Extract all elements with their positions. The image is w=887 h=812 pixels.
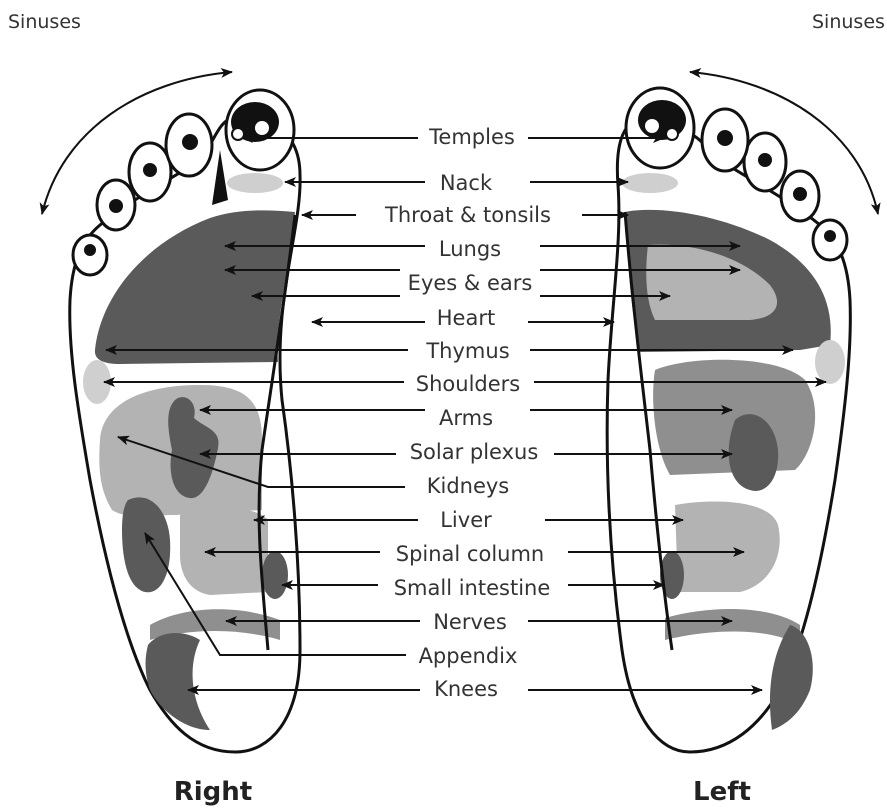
left-sinus-dot-4 bbox=[793, 187, 807, 201]
zone-label-nerves: Nerves bbox=[433, 610, 507, 634]
left-sinus-dot-5 bbox=[824, 230, 836, 242]
zone-label-shoulders: Shoulders bbox=[416, 372, 520, 396]
right-temple-highlight bbox=[255, 121, 269, 135]
zone-label-thymus: Thymus bbox=[425, 339, 509, 363]
zone-label-heart: Heart bbox=[437, 306, 495, 330]
pointer-arrows bbox=[103, 133, 827, 695]
arrow-kidneys-right bbox=[117, 435, 405, 488]
zone-label-kidneys: Kidneys bbox=[427, 474, 510, 498]
right-knee-zone bbox=[145, 633, 210, 730]
right-sinus-dot-2 bbox=[182, 134, 198, 150]
sinuses-label-left: Sinuses bbox=[8, 11, 81, 33]
sinus-arc-arrow-left-foot bbox=[689, 67, 881, 215]
left-temple-highlight bbox=[645, 119, 659, 133]
sinus-arc-arrow-right-foot bbox=[39, 67, 233, 215]
left-shoulder-zone bbox=[815, 340, 845, 384]
right-sinus-dot-5 bbox=[84, 244, 96, 256]
zone-label-throat-tonsils: Throat & tonsils bbox=[384, 203, 551, 227]
right-foot-label: Right bbox=[174, 777, 252, 807]
left-lung-zone bbox=[646, 244, 778, 320]
left-nerve-zone bbox=[665, 608, 800, 645]
left-intestine-zone bbox=[675, 501, 780, 592]
right-spine-line bbox=[257, 214, 297, 651]
zone-label-knees: Knees bbox=[434, 677, 498, 701]
left-sinus-dot-2 bbox=[717, 130, 733, 146]
zone-label-spinal-column: Spinal column bbox=[396, 542, 545, 566]
zone-label-liver: Liver bbox=[440, 508, 492, 532]
left-foot-label: Left bbox=[693, 777, 751, 807]
zone-label-solar-plexus: Solar plexus bbox=[410, 440, 539, 464]
left-sinus-dot-3 bbox=[758, 153, 772, 167]
right-small-intestine-zone bbox=[262, 551, 288, 599]
zone-label-small-intestine: Small intestine bbox=[394, 576, 551, 600]
left-temple-dot bbox=[665, 127, 679, 141]
arrow-appendix-right bbox=[144, 532, 406, 656]
zone-label-lungs: Lungs bbox=[439, 237, 501, 261]
zone-label-arms: Arms bbox=[439, 406, 493, 430]
right-neck-zone bbox=[227, 173, 283, 193]
right-foot bbox=[68, 88, 302, 754]
sinuses-label-right: Sinuses bbox=[812, 11, 885, 33]
left-neck-zone bbox=[622, 173, 678, 193]
zone-label-eyes-ears: Eyes & ears bbox=[408, 271, 533, 295]
zone-labels: Temples Nack Throat & tonsils Lungs Eyes… bbox=[384, 125, 551, 701]
left-foot bbox=[605, 86, 852, 754]
right-nerve-zone bbox=[150, 609, 280, 640]
left-small-intestine-zone bbox=[660, 551, 684, 599]
right-kidney-zone bbox=[168, 397, 219, 499]
left-knee-zone bbox=[769, 625, 813, 730]
right-sinus-dot-3 bbox=[143, 163, 157, 177]
right-shoulder-zone bbox=[83, 360, 111, 404]
left-kidney-zone bbox=[728, 414, 779, 491]
zone-label-nack: Nack bbox=[440, 171, 493, 195]
right-sinus-dot-4 bbox=[109, 199, 123, 213]
right-lung-zone bbox=[94, 210, 296, 364]
zone-label-appendix: Appendix bbox=[419, 644, 518, 668]
right-toe-stem bbox=[212, 150, 228, 205]
zone-label-temples: Temples bbox=[428, 125, 515, 149]
